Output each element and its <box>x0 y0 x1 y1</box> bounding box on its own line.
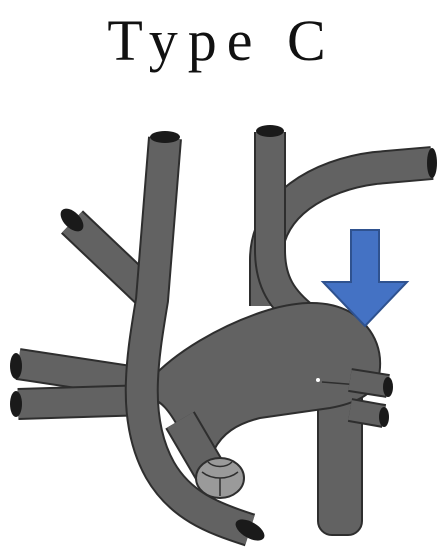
center-dot <box>316 378 320 382</box>
right-branch-lower-end <box>379 407 389 427</box>
left-vessel-lower-end <box>10 391 22 417</box>
right-small-branches <box>350 377 393 427</box>
upper-left-branch <box>56 204 150 296</box>
left-vessel-upper-end <box>10 353 22 379</box>
valve-icon <box>196 458 244 498</box>
main-trunk-top-end <box>150 131 180 143</box>
upper-right-vessel-end <box>427 148 437 178</box>
upper-middle-vessel <box>256 125 305 318</box>
right-branch-upper-end <box>383 377 393 397</box>
upper-middle-vessel-end <box>256 125 284 137</box>
